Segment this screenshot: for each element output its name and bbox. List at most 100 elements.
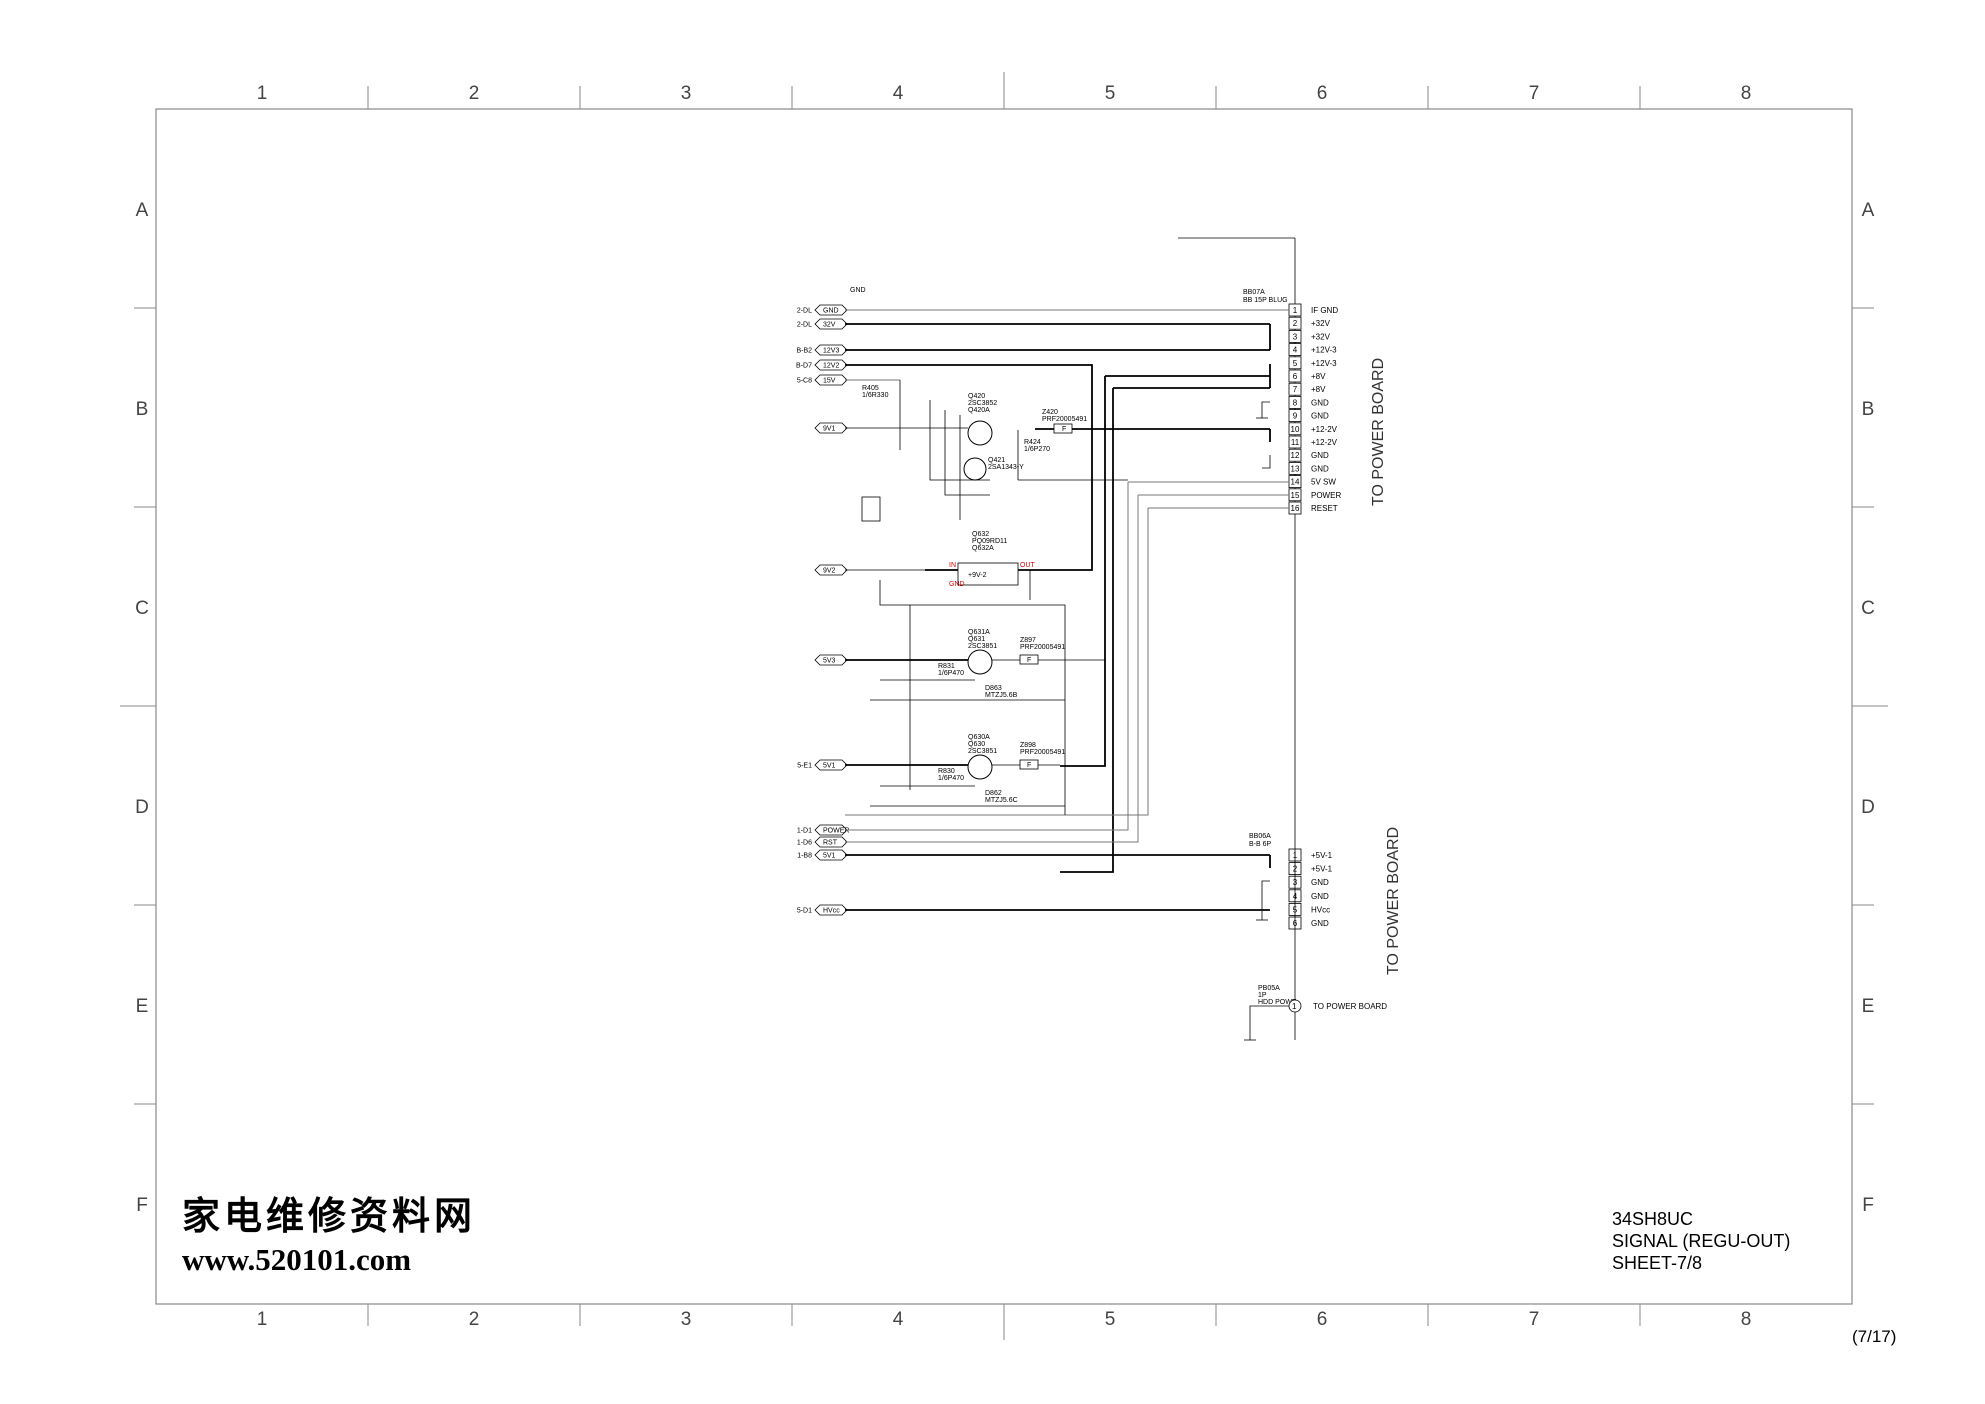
page-number: (7/17) [1852,1327,1897,1346]
component-ref: D863 [985,685,1002,692]
connector-pin: 5+12V-3 [1288,356,1337,370]
connector-pin: 6 +8V [1288,369,1326,383]
pin-label: GND [1311,451,1329,460]
row-label: F [1862,1195,1874,1216]
component-alt: Q420A [968,407,990,414]
pin-label: HVcc [1311,905,1330,914]
port-tag: 32V [823,322,836,329]
row-label: C [1861,598,1875,619]
row-labels-right: A B C D E F [1861,200,1875,1216]
row-label: E [136,996,149,1017]
connector-ref: BB07A [1243,289,1265,296]
pin-label: GND [1311,398,1329,407]
svg-text:GND: GND [949,581,965,588]
sheet-name: SIGNAL (REGU-OUT) [1612,1231,1791,1251]
port-arrow: 5V3 [814,654,848,666]
connector-pin: 3+32V [1288,329,1331,343]
wires-upper [845,309,1289,873]
row-label: D [135,797,149,818]
port-ref: B-D7 [796,363,812,370]
port-arrow: 12V2 B-D7 [796,359,848,371]
port-tag: GND [823,308,839,315]
col-label: 7 [1529,83,1540,104]
svg-text:IN: IN [949,562,956,569]
connector-type: B-B 6P [1249,841,1272,848]
pin-label: GND [1311,412,1329,421]
svg-text:OUT: OUT [1020,562,1036,569]
row-label: A [1862,200,1875,221]
connector-bb07a: BB07A BB 15P BLUG [1178,237,1296,1040]
side-label-upper: TO POWER BOARD [1370,358,1387,506]
port-arrow: 12V3 B-B2 [796,344,848,356]
sheet-number: SHEET-7/8 [1612,1253,1703,1273]
svg-text:F: F [1027,762,1031,769]
connector-pin: 7+8V [1288,382,1326,396]
col-label: 6 [1317,83,1328,104]
pin-label: +32V [1311,332,1331,341]
pin-label: POWER [1311,491,1341,500]
connector-pin: 2+32V [1288,316,1331,330]
connector-pin: 2+5V-1 [1288,862,1333,875]
col-label: 1 [257,1309,268,1330]
port-ref: 5-E1 [797,763,812,770]
port-ref: 2-DL [797,308,812,315]
svg-text:12: 12 [1291,451,1300,460]
port-arrow: 9V1 [814,422,848,434]
component-part: PQ09RD11 [972,538,1007,545]
row-label: B [136,399,149,420]
port-tag: 12V3 [823,348,839,355]
pin-label: IF GND [1311,306,1338,315]
col-label: 5 [1105,83,1116,104]
port-tag: 5V1 [823,763,836,770]
pin-label: GND [1311,892,1329,901]
connector-pin: 1+5V-1 [1288,848,1333,862]
svg-text:F: F [1062,426,1066,433]
row-label: D [1861,797,1875,818]
col-label: 4 [893,83,904,104]
port-tag: 9V2 [823,568,836,575]
component-ref: Q632 [972,531,989,538]
svg-text:1: 1 [1293,306,1298,315]
connector-pb05a: PB05A 1P HDD POWT 1 TO POWER BOARD [1244,985,1387,1041]
port-ref: 1-B8 [797,853,812,860]
port-tag: 12V2 [823,363,839,370]
col-label: 4 [893,1309,904,1330]
port-ref: B-B2 [796,348,812,355]
col-label: 2 [469,1309,480,1330]
pin-label: +8V [1311,372,1326,381]
svg-text:11: 11 [1291,438,1300,447]
component-part: PRF20005491 [1042,416,1087,423]
component-part: PRF20005491 [1020,644,1065,651]
title-block: 34SH8UC SIGNAL (REGU-OUT) SHEET-7/8 [1612,1208,1790,1274]
pin-label: +32V [1311,319,1331,328]
component-ref: R831 [938,663,955,670]
component-part: 2SC3852 [968,400,997,407]
connector-bb06a: BB06A B-B 6P [1249,833,1272,848]
svg-text:14: 14 [1291,478,1300,487]
port-ref: 5-C8 [797,378,812,385]
svg-text:6: 6 [1293,372,1298,381]
left-port-list: GND2-DL32V2-DL12V3B-B212V2B-D715V5-C89V1… [796,304,849,916]
lower-pin-list: 1+5V-12+5V-13GND4GND5HVcc6GND [1288,848,1333,930]
pin-label: +5V-1 [1311,851,1333,860]
component-ref: Q631A [968,629,990,636]
svg-text:7: 7 [1293,385,1298,394]
drawing-frame [155,108,1853,1305]
svg-text:8: 8 [1293,398,1298,407]
svg-text:F: F [1027,657,1031,664]
row-label: E [1862,996,1875,1017]
port-tag: RST [823,840,838,847]
component-val: 1/6P270 [1024,446,1050,453]
pin-label: +12-2V [1311,425,1338,434]
col-label: 8 [1741,83,1752,104]
component-ref: Z420 [1042,409,1058,416]
col-label: 2 [469,83,480,104]
svg-text:GND: GND [850,287,866,294]
column-ticks [367,72,1641,1340]
regulator-q632: +9V-2 Q632 PQ09RD11 Q632A IN OUT GND [845,531,1092,815]
model-number: 34SH8UC [1612,1209,1694,1229]
